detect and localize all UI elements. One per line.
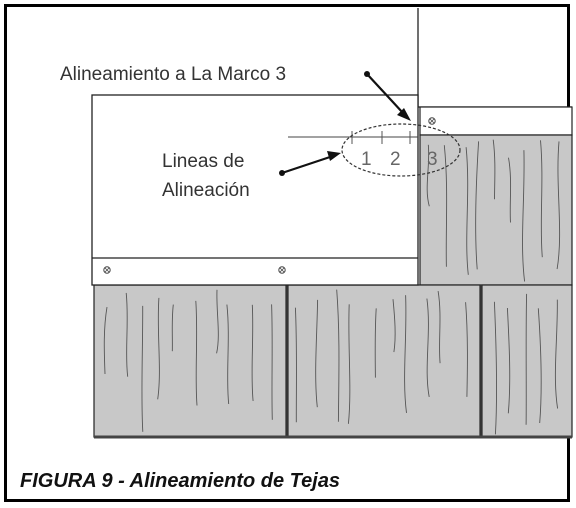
wood-grain <box>506 307 511 414</box>
nail-icon <box>428 117 436 125</box>
wood-grain <box>554 299 559 409</box>
wood-grain <box>465 302 468 397</box>
arrowhead-icon <box>397 108 411 121</box>
wood-grain <box>508 157 512 223</box>
wood-grain <box>443 145 448 267</box>
alignment-mark-2: 2 <box>390 149 401 170</box>
wood-grain <box>125 292 129 377</box>
wood-grain <box>103 307 108 375</box>
wood-grain <box>404 295 407 413</box>
wood-grain <box>493 301 498 435</box>
wood-grain <box>426 144 430 207</box>
lower-shingle-3 <box>481 284 573 438</box>
lower-shingle-2 <box>287 284 481 438</box>
callout-arrow-line <box>366 73 404 114</box>
lower-course <box>93 284 573 439</box>
alignment-mark-1: 1 <box>361 149 372 170</box>
wood-grain <box>392 299 396 353</box>
wood-grain <box>465 147 469 275</box>
wood-grain <box>374 308 377 378</box>
wood-grain <box>525 293 528 425</box>
callout-alignment-lines-2: Alineación <box>162 180 250 201</box>
wood-grain <box>437 291 441 364</box>
arrowhead-icon <box>327 151 341 161</box>
wood-grain <box>315 299 319 408</box>
alignment-marks-highlight <box>341 123 461 177</box>
wood-grain <box>171 304 174 352</box>
wood-grain <box>271 304 273 420</box>
wood-grain <box>336 289 340 422</box>
wood-grain <box>540 140 543 258</box>
right-shingle <box>419 106 573 286</box>
wood-grain <box>195 300 198 406</box>
wood-grain <box>251 304 254 402</box>
wood-grain <box>556 141 561 270</box>
wood-grain <box>294 307 297 423</box>
wood-grain <box>347 304 351 424</box>
wood-grain <box>475 141 480 270</box>
wood-grain <box>537 308 542 424</box>
lower-shingle-1 <box>93 284 287 438</box>
alignment-mark-3: 3 <box>427 149 438 170</box>
nail-icon <box>103 266 111 274</box>
wood-grain <box>226 304 230 405</box>
callout-arrow-line <box>281 155 331 175</box>
placed-shingle <box>91 94 419 286</box>
wood-grain <box>157 297 160 400</box>
wood-grain <box>141 305 144 432</box>
wood-grain <box>522 150 526 282</box>
wood-grain <box>216 289 219 354</box>
callout-alignment-lines-1: Lineas de <box>162 151 244 172</box>
figure-caption: FIGURA 9 - Alineamiento de Tejas <box>20 470 341 492</box>
nail-icon <box>278 266 286 274</box>
wood-grain <box>426 298 430 397</box>
callout-alignment-to-mark: Alineamiento a La Marco 3 <box>60 64 286 85</box>
wood-grain <box>492 139 496 200</box>
